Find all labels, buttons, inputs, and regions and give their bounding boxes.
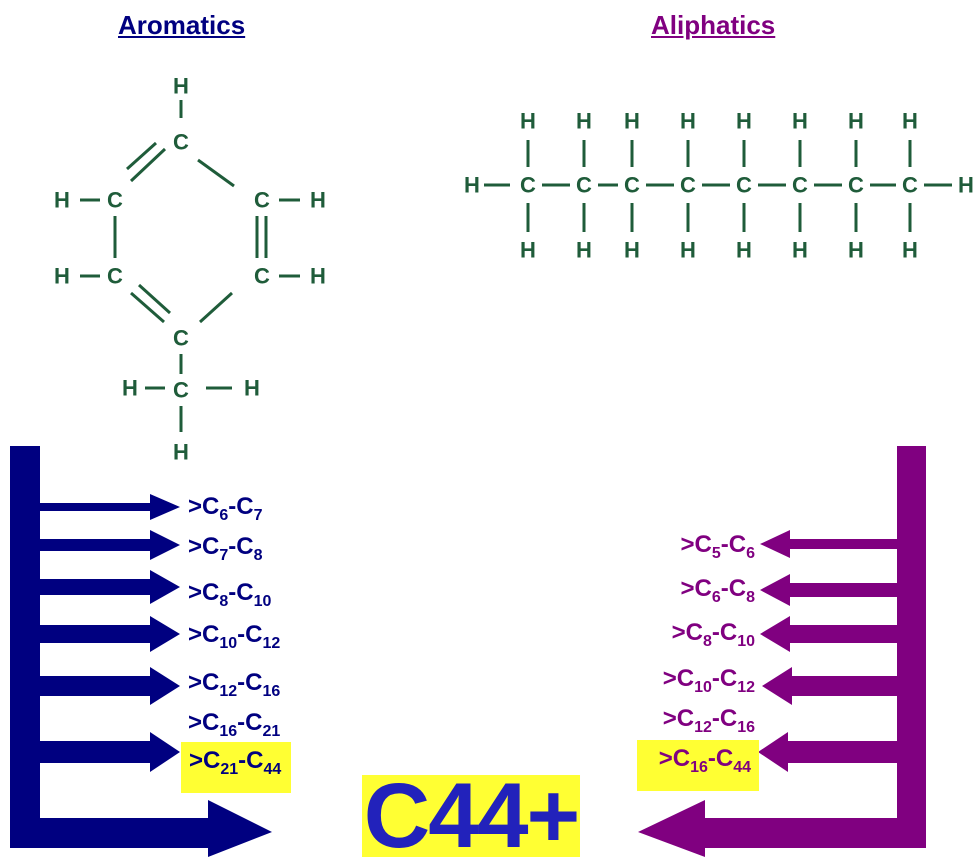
final-fraction-label: C44+ [362, 775, 580, 857]
aromatic-branch-arrow [40, 732, 180, 772]
aliphatic-range-label: >C6-C8 [680, 575, 756, 606]
hydrogen-atom: H [576, 109, 592, 134]
hydrogen-atom: H [520, 238, 536, 263]
carbon-atom: C [902, 173, 918, 198]
aromatic-branch-arrow [40, 494, 180, 520]
bond-line [197, 158, 235, 188]
carbon-atom: C [254, 264, 270, 289]
hydrogen-atom: H [520, 109, 536, 134]
aliphatic-branch-arrow [760, 616, 897, 652]
aromatic-branch-arrow [40, 570, 180, 604]
hydrogen-atom: H [624, 238, 640, 263]
aromatic-range-label: >C8-C10 [188, 579, 272, 610]
carbon-atom: C [173, 130, 189, 155]
hydrogen-atom: H [310, 264, 326, 289]
hydrogen-atom: H [902, 109, 918, 134]
carbon-atom: C [107, 264, 123, 289]
hydrogen-atom: H [173, 440, 189, 465]
aromatic-range-label: >C16-C21 [188, 709, 281, 740]
hydrogen-atom: H [848, 109, 864, 134]
aliphatic-range-label: >C8-C10 [671, 619, 755, 650]
hydrogen-atom: H [54, 264, 70, 289]
carbon-atom: C [173, 326, 189, 351]
aliphatic-branch-arrow [760, 530, 897, 558]
aliphatic-range-label: >C12-C16 [662, 705, 755, 736]
aliphatic-range-label: >C16-C44 [636, 740, 759, 791]
aromatics-heading: Aromatics [118, 10, 246, 40]
carbon-atom: C [848, 173, 864, 198]
bond-line [125, 141, 158, 171]
aliphatic-range-label: >C10-C12 [662, 665, 755, 696]
carbon-atom: C [576, 173, 592, 198]
carbon-atom: C [254, 188, 270, 213]
structure-atoms: H C C C C C C H H H H C H H H H C H H C H H C H H C H H C H H C H H C H H C H H… [54, 74, 974, 465]
hydrogen-atom: H [848, 238, 864, 263]
aliphatic-trunk-arrow [638, 446, 926, 857]
bond-line [130, 291, 165, 324]
aromatic-branch-arrow [40, 530, 180, 560]
carbon-atom: C [107, 188, 123, 213]
bond-line [137, 283, 172, 315]
aliphatic-branch-arrow [762, 667, 897, 705]
hydrogen-atom: H [792, 238, 808, 263]
aromatic-branch-arrow [40, 667, 180, 705]
aromatic-range-label: >C12-C16 [188, 669, 281, 700]
aliphatic-branch-arrow [760, 574, 897, 606]
hydrogen-atom: H [958, 173, 974, 198]
hydrogen-atom: H [736, 109, 752, 134]
aromatic-range-label: >C6-C7 [188, 493, 263, 524]
hydrogen-atom: H [464, 173, 480, 198]
aliphatic-range-label: >C5-C6 [680, 531, 756, 562]
hydrogen-atom: H [310, 188, 326, 213]
aliphatic-branch-arrow [758, 732, 897, 772]
hydrogen-atom: H [902, 238, 918, 263]
carbon-atom: C [624, 173, 640, 198]
aromatic-range-label: >C7-C8 [188, 533, 263, 564]
hydrogen-atom: H [792, 109, 808, 134]
carbon-atom: C [173, 378, 189, 403]
hydrogen-atom: H [54, 188, 70, 213]
aromatic-range-label: >C10-C12 [188, 621, 281, 652]
carbon-atom: C [736, 173, 752, 198]
bond-line [198, 291, 234, 324]
hydrogen-atom: H [736, 238, 752, 263]
carbon-atom: C [680, 173, 696, 198]
aromatic-range-label: >C21-C44 [181, 742, 292, 793]
hydrogen-atom: H [680, 238, 696, 263]
aliphatics-heading: Aliphatics [651, 10, 776, 40]
hydrogen-atom: H [624, 109, 640, 134]
hydrogen-atom: H [680, 109, 696, 134]
fraction-arrows [10, 446, 926, 857]
aromatic-trunk-arrow [10, 446, 272, 857]
hydrogen-atom: H [122, 376, 138, 401]
bond-line [129, 147, 167, 183]
aromatic-branch-arrow [40, 616, 180, 652]
structure-bonds [80, 100, 952, 432]
carbon-atom: C [520, 173, 536, 198]
hydrogen-atom: H [576, 238, 592, 263]
carbon-atom: C [792, 173, 808, 198]
hydrogen-atom: H [173, 74, 189, 99]
hydrogen-atom: H [244, 376, 260, 401]
